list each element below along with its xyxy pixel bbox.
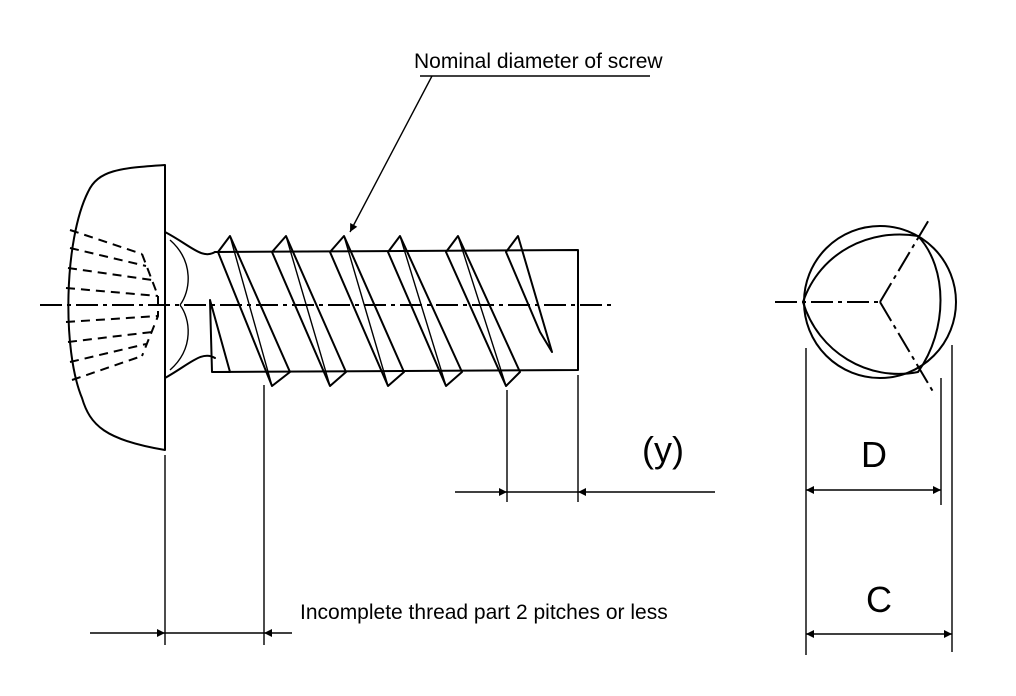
- dimension-d-label: D: [861, 434, 887, 475]
- incomplete-thread-label: Incomplete thread part 2 pitches or less: [300, 601, 668, 624]
- end-view-centerline-1: [879, 217, 931, 303]
- dimension-y: (y): [455, 375, 715, 502]
- dimension-d: D: [805, 348, 942, 655]
- dimension-c-label: C: [866, 579, 892, 620]
- thread-profile: [209, 235, 553, 387]
- nominal-diameter-leader: [349, 75, 433, 233]
- dimension-y-label: (y): [642, 429, 684, 470]
- screw-shank: [214, 249, 579, 373]
- nominal-diameter-callout: Nominal diameter of screw: [349, 50, 663, 233]
- recess-hidden-lines: [65, 229, 159, 381]
- screw-head: [67, 164, 166, 451]
- nominal-diameter-label: Nominal diameter of screw: [414, 50, 663, 73]
- screw-end-view: [775, 217, 957, 396]
- dimension-c: C: [806, 345, 953, 652]
- trilobular-profile: [802, 233, 942, 375]
- end-view-centerline-2: [879, 301, 936, 396]
- screw-side-view: [40, 164, 615, 451]
- dimension-incomplete-thread: Incomplete thread part 2 pitches or less: [90, 385, 668, 645]
